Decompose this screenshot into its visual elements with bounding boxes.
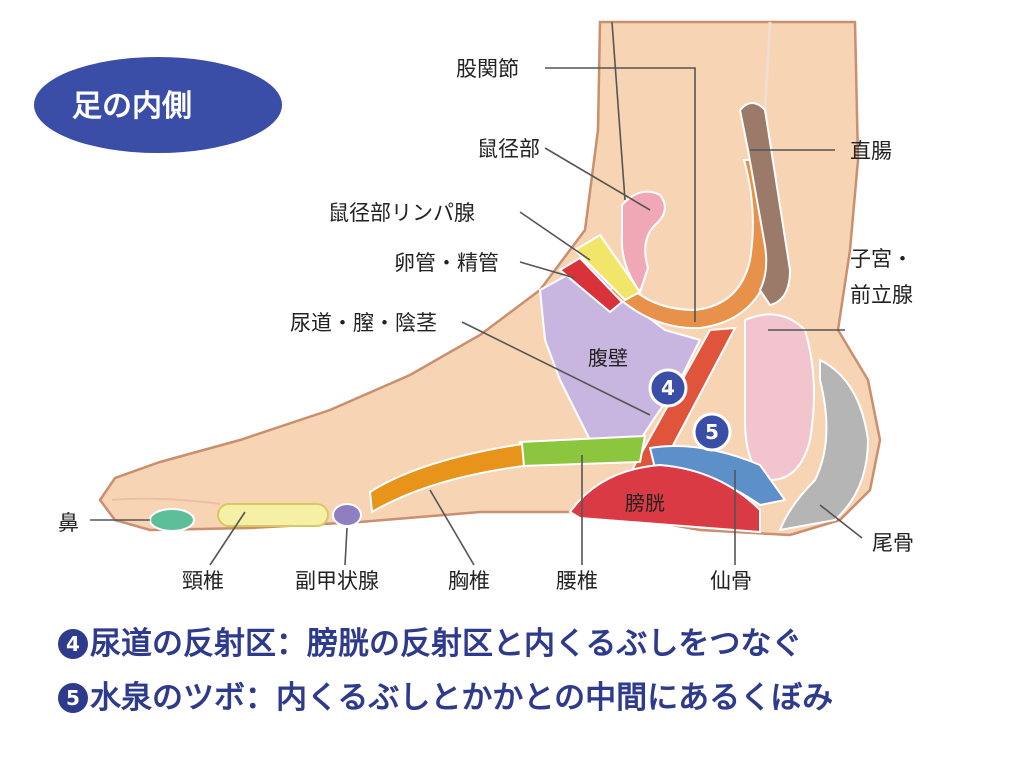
marker-5: [692, 412, 732, 452]
note-5-text: 水泉のツボ：内くるぶしとかかとの中間にあるくぼみ: [90, 680, 834, 716]
groin-lymph-label: 鼠径部リンパ腺: [328, 201, 475, 225]
coccyx-zone: [778, 358, 870, 532]
page-title: 足の内側: [72, 89, 192, 124]
groin-zone: [620, 190, 666, 295]
groin-label: 鼠径部: [477, 137, 540, 161]
parathyroid-zone: [332, 503, 362, 527]
note-4-number: 4: [58, 629, 88, 659]
bladder-zone: [568, 463, 761, 534]
rectum-label: 直腸: [850, 139, 892, 163]
rectum-zone: [738, 102, 792, 307]
marker-5-number: 5: [705, 420, 719, 444]
marker-4-number: 4: [661, 376, 675, 400]
note-4-text: 尿道の反射区：膀胱の反射区と内くるぶしをつなぐ: [90, 626, 803, 662]
uterus-zone: [744, 313, 815, 482]
nose-label: 鼻: [58, 511, 79, 535]
parathyroid-label: 副甲状腺: [295, 569, 379, 593]
hip-joint-label: 股関節: [456, 57, 519, 81]
prostate-label: 前立腺: [850, 283, 913, 307]
thoracic-label: 胸椎: [448, 569, 490, 593]
sacrum-label: 仙骨: [710, 569, 752, 593]
groin-lymph-zone: [573, 233, 642, 302]
cervical-label: 頸椎: [182, 569, 224, 593]
lumbar-label: 腰椎: [556, 569, 598, 593]
note-5-number: 5: [58, 683, 88, 713]
title-badge: [34, 57, 282, 153]
marker-4: [648, 368, 688, 408]
ovary-vas-zone: [558, 256, 624, 314]
coccyx-label: 尾骨: [872, 531, 914, 555]
thoracic-zone: [368, 442, 526, 514]
uterus-label: 子宮・: [850, 247, 913, 271]
bladder-label: 膀胱: [625, 491, 665, 515]
abdominal-wall-label: 腹壁: [588, 346, 628, 370]
cervical-zone: [217, 503, 329, 527]
urethra-label: 尿道・膣・陰茎: [290, 311, 437, 335]
ovary-vas-label: 卵管・精管: [394, 251, 499, 275]
nose-zone: [149, 508, 195, 532]
